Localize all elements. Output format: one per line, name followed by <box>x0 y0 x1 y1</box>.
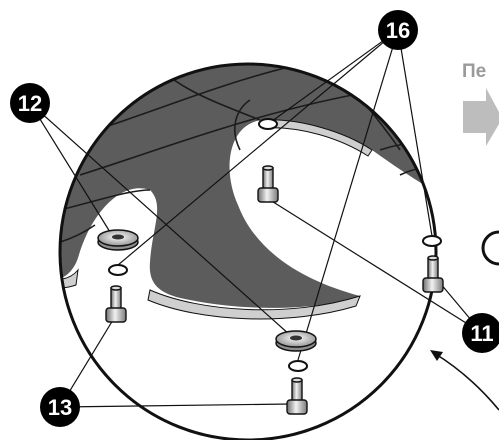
pointer-arrow-head <box>430 350 443 361</box>
spacer-group <box>97 229 317 352</box>
callout-11-label: 11 <box>470 321 493 346</box>
shell-trim-lower <box>147 289 361 320</box>
bolt <box>105 285 127 323</box>
washer-group <box>108 118 442 372</box>
shell-trim <box>60 268 79 289</box>
callout-11: 11 <box>462 313 499 353</box>
washer <box>108 264 128 276</box>
bolt <box>422 255 444 293</box>
spacer <box>97 229 139 251</box>
detail-lens-border <box>58 62 438 440</box>
washer <box>422 235 442 247</box>
washer <box>288 360 308 372</box>
partial-callout-edge <box>481 230 499 266</box>
bolt <box>286 377 308 415</box>
spacer <box>275 330 317 352</box>
shell-surface <box>60 64 436 308</box>
bolt-group <box>105 165 444 415</box>
bolt <box>257 165 279 203</box>
callout-12: 12 <box>10 83 50 123</box>
callout-16: 16 <box>378 10 418 50</box>
pointer-arrow <box>433 352 499 411</box>
side-label: Пе <box>462 61 486 82</box>
callout-13: 13 <box>40 387 80 427</box>
washer <box>258 118 278 130</box>
callout-12-label: 12 <box>18 91 42 116</box>
callout-16-label: 16 <box>386 18 410 43</box>
next-arrow-icon <box>463 88 499 146</box>
side-label-group: Пе <box>430 61 499 411</box>
callout-13-label: 13 <box>48 395 72 420</box>
